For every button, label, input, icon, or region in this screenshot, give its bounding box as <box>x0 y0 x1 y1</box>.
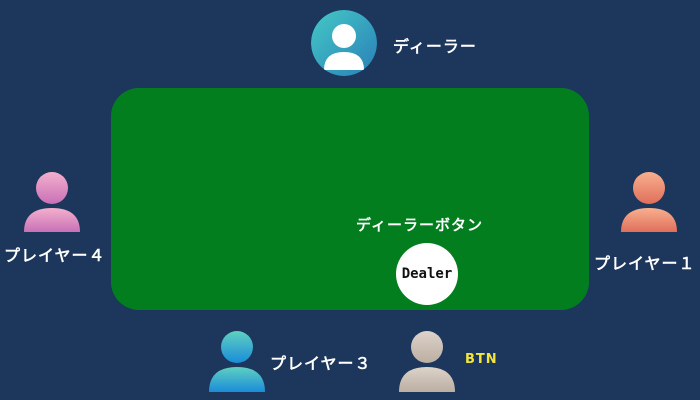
btn-player-label: BTN <box>465 352 498 367</box>
dealer-label: ディーラー <box>393 37 477 56</box>
dealer-avatar-icon <box>311 10 377 76</box>
dealer-button-text: Dealer <box>401 266 453 282</box>
player-4-label: プレイヤー４ <box>4 246 106 265</box>
dealer-button-caption: ディーラーボタン <box>356 216 483 234</box>
player-1-avatar-icon <box>617 170 681 232</box>
player-4-avatar-icon <box>20 170 84 232</box>
player-3-label: プレイヤー３ <box>270 354 372 373</box>
player-1-label: プレイヤー１ <box>594 254 696 273</box>
player-3-avatar-icon <box>206 330 268 392</box>
dealer-button-chip: Dealer <box>396 243 458 305</box>
btn-player-avatar-icon <box>396 330 458 392</box>
poker-table <box>111 88 589 310</box>
